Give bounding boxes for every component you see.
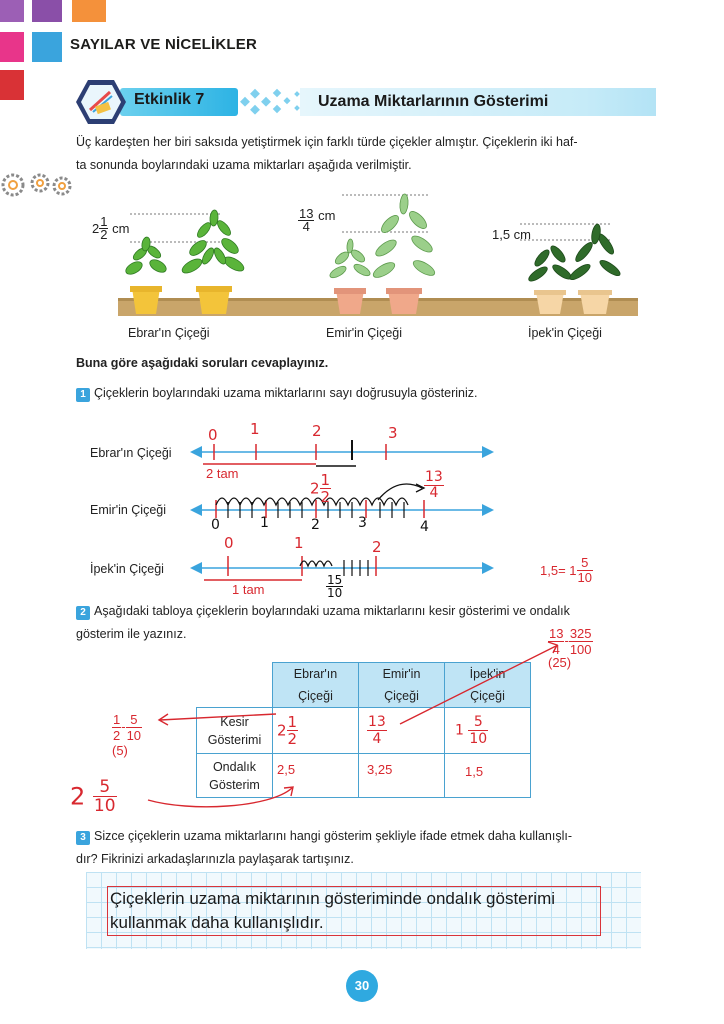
- ebrar-tick-2: 2: [312, 422, 322, 440]
- ipek-equation-left: 1,5= 1: [540, 563, 577, 578]
- ipek-growth-label: 1,5 cm: [492, 227, 532, 242]
- emir-tick-4: 4: [420, 519, 429, 535]
- ipek-tick-1: 1: [294, 534, 304, 552]
- ebrar-caption: Ebrar'ın Çiçeği: [128, 326, 210, 340]
- question-3-text-line-1: Sizce çiçeklerin uzama miktarlarını hang…: [94, 829, 572, 843]
- ipek-caption: İpek'in Çiçeği: [528, 326, 602, 340]
- gears-icon: [1, 173, 72, 197]
- ebrar-pots: [130, 286, 232, 314]
- activity-title: Uzama Miktarlarının Gösterimi: [318, 93, 549, 110]
- question-1-number: 1: [76, 388, 90, 402]
- question-3-number: 3: [76, 831, 90, 845]
- ebrar-tick-0: 0: [208, 426, 218, 444]
- question-2: 2 Aşağıdaki tabloya çiçeklerin boylarında…: [76, 600, 656, 646]
- emir-caption: Emir'in Çiçeği: [326, 326, 403, 340]
- color-square-red: [0, 70, 24, 100]
- ipek-tick-2: 2: [372, 538, 382, 556]
- emir-tick-3: 3: [358, 515, 367, 531]
- answer-grid-box[interactable]: [86, 872, 641, 949]
- line-label-ipek: İpek'in Çiçeği: [90, 562, 164, 576]
- line-label-emir: Emir'in Çiçeği: [90, 503, 167, 517]
- ebrar-growth-unit: cm: [112, 221, 130, 236]
- ebrar-mark-whole: 2: [310, 479, 320, 498]
- cell-decimal-ipek[interactable]: 1,5: [444, 753, 531, 798]
- ebrar-tick-3: 3: [388, 424, 398, 442]
- number-lines: [190, 440, 494, 581]
- ebrar-note: 2 tam: [206, 466, 239, 481]
- ipek-note: 1 tam: [232, 582, 265, 597]
- emir-tick-2: 2: [311, 517, 320, 533]
- color-square-pink: [0, 32, 24, 62]
- color-square-blue: [32, 32, 62, 62]
- intro-paragraph: Üç kardeşten her biri saksıda yetiştirme…: [76, 131, 676, 177]
- cell-decimal-ebrar[interactable]: 2,5: [272, 753, 359, 798]
- emir-tick-0: 0: [211, 517, 220, 533]
- answer-line-2: kullanmak daha kullanışlıdır.: [110, 913, 324, 932]
- line-label-ebrar: Ebrar'ın Çiçeği: [90, 446, 172, 460]
- dots-pattern-icon: [240, 88, 300, 115]
- question-2-text-line-1: Aşağıdaki tabloya çiçeklerin boylarındak…: [94, 604, 570, 618]
- question-2-number: 2: [76, 606, 90, 620]
- annotation-arrows: [147, 641, 558, 808]
- ebrar-mixed-whole: 2: [70, 782, 86, 811]
- activity-badge-icon: [76, 80, 126, 124]
- question-1-text: Çiçeklerin boylarındaki uzama miktarları…: [94, 386, 478, 400]
- ipek-tick-0: 0: [224, 534, 234, 552]
- question-1: 1 Çiçeklerin boylarındaki uzama miktarlar…: [76, 382, 478, 405]
- plants-illustration: [118, 193, 638, 316]
- cell-decimal-emir[interactable]: 3,25: [358, 753, 445, 798]
- color-square-purple: [0, 0, 24, 22]
- question-3-text-line-2: dır? Fikrinizi arkadaşlarınızla paylaşar…: [76, 852, 354, 866]
- section-title: SAYILAR VE NİCELİKLER: [70, 36, 258, 53]
- emir-growth-unit: cm: [318, 208, 336, 223]
- instructions: Buna göre aşağıdaki soruları cevaplayını…: [76, 356, 329, 370]
- ebrar-tick-1: 1: [250, 420, 260, 438]
- color-square-orange: [72, 0, 106, 22]
- answer-frame: [107, 886, 601, 936]
- activity-label-bar: [120, 88, 238, 116]
- emir-tick-1: 1: [260, 515, 269, 531]
- activity-title-bar: [300, 88, 656, 116]
- question-3: 3 Sizce çiçeklerin uzama miktarlarını han…: [76, 825, 666, 871]
- emir-conversion-multiplier: (25): [548, 655, 572, 670]
- ebrar-conversion-multiplier: (5): [112, 743, 128, 758]
- color-square-violet: [32, 0, 62, 22]
- ebrar-growth-whole: 2: [92, 221, 100, 236]
- intro-line-1: Üç kardeşten her biri saksıda yetiştirme…: [76, 135, 578, 149]
- answer-line-1: Çiçeklerin uzama miktarının gösteriminde…: [110, 889, 556, 908]
- activity-label: Etkinlik 7: [134, 91, 205, 108]
- page-number: 30: [346, 970, 378, 1002]
- intro-line-2: ta sonunda boylarındaki uzama miktarları…: [76, 158, 412, 172]
- answer-text: Çiçeklerin uzama miktarının gösteriminde…: [110, 887, 600, 935]
- question-2-text-line-2: gösterim ile yazınız.: [76, 627, 187, 641]
